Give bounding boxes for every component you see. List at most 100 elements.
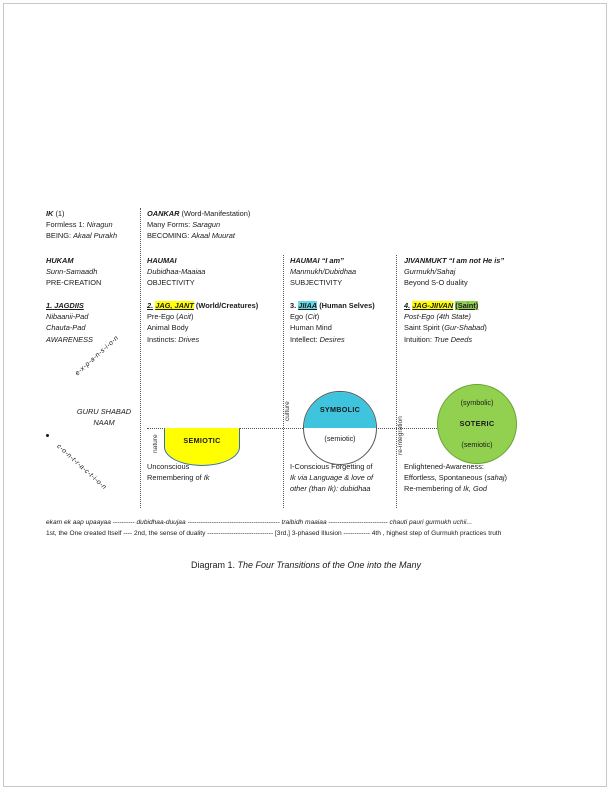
- ik-line2-value: Niragun: [86, 220, 113, 230]
- symbolic-label: SYMBOLIC: [319, 405, 361, 414]
- desc-soteric: Enlightened-Awareness: Effortless, Spont…: [404, 461, 507, 495]
- haumai-line2: Dubidhaa-Maaiaa: [147, 267, 206, 277]
- guru-shabad-naam-label: GURU SHABAD NAAM: [73, 406, 135, 428]
- desc2-line1: Unconscious: [147, 462, 190, 471]
- shabad-label: SHABAD: [100, 407, 132, 416]
- oankar-line2-label: Many Forms:: [147, 220, 191, 230]
- desc2-line2-a: Remembering of: [147, 473, 204, 483]
- desc4-line3-a: Re-membering of: [404, 484, 464, 494]
- oankar-title-suffix: (Word-Manifestation): [181, 209, 251, 218]
- stage4-line3-c: ): [484, 323, 487, 333]
- haumai-iam-title: HAUMAI “I am”: [290, 256, 344, 265]
- column-divider-1: [140, 208, 141, 508]
- caption-prefix: Diagram 1.: [191, 560, 236, 570]
- desc4-line2-b: sahaj: [486, 473, 505, 483]
- desc2-line2-b: Ik: [203, 473, 210, 483]
- block-haumai-subjectivity: HAUMAI “I am” Manmukh/Dubidhaa SUBJECTIV…: [290, 255, 356, 289]
- origin-point-dot: [46, 434, 49, 437]
- page-border: [3, 3, 607, 787]
- hukam-line2: Sunn-Samaadh: [46, 267, 98, 277]
- oankar-title: OANKAR: [147, 209, 180, 218]
- stage4-line4-label: Intuition:: [404, 334, 432, 344]
- ik-title-suffix: (1): [55, 209, 65, 218]
- stage2-line2-b: Acit: [178, 312, 191, 322]
- haumai-line3: OBJECTIVITY: [147, 278, 195, 288]
- stage4-line2-b: 4th State: [438, 312, 469, 322]
- stage2-number: 2.: [147, 301, 154, 310]
- oankar-line2-value: Saragun: [192, 220, 221, 230]
- naam-label: NAAM: [93, 418, 115, 428]
- block-hukam: HUKAM Sunn-Samaadh PRE-CREATION: [46, 255, 101, 289]
- ik-line2-label: Formless 1:: [46, 220, 85, 230]
- desc4-line2-c: ): [504, 473, 507, 483]
- nature-axis-label: nature: [152, 434, 159, 453]
- stage3-number: 3.: [290, 301, 297, 310]
- stage1-line2: Nibaanii-Pad: [46, 312, 89, 322]
- figure-caption: Diagram 1. The Four Transitions of the O…: [0, 560, 612, 570]
- haumai-iam-line2: Manmukh/Dubidhaa: [290, 267, 357, 277]
- stage3-line2-c: ): [316, 312, 320, 322]
- desc-symbolic: I-Conscious Forgetting of Ik via Languag…: [290, 461, 373, 495]
- stage1-name: JAGDIIS: [54, 301, 84, 310]
- gurmukhi-timeline-line: ekam ek aap upaayaa ---------- dubidhaa-…: [46, 519, 473, 526]
- stage1-number: 1.: [46, 301, 53, 310]
- stage2-line2-a: Pre-Ego (: [147, 312, 179, 322]
- stage4-line4-value: True Deeds: [434, 334, 473, 344]
- desc3-line2: Ik via Language & love of: [290, 473, 373, 483]
- oankar-line3-label: BECOMING:: [147, 231, 190, 241]
- soteric-label: SOTERIC: [459, 419, 495, 428]
- semiotic-half-circle: SEMIOTIC: [164, 428, 240, 466]
- nature-culture-horizontal-divider: [147, 428, 447, 429]
- stage2-line2-c: ): [190, 312, 194, 322]
- desc4-line2-a: Effortless, Spontaneous (: [404, 473, 487, 483]
- jivanmukt-line2: Gurmukh/Sahaj: [404, 267, 456, 277]
- column-divider-3: [396, 255, 397, 508]
- stage1-line3: Chauta-Pad: [46, 323, 86, 333]
- culture-axis-label: culture: [284, 401, 291, 421]
- stage4-line2-c: ): [468, 312, 471, 322]
- stage2-line4-label: Instincts:: [147, 334, 177, 344]
- stage2-line4-value: Drives: [178, 334, 200, 344]
- stage3-line2-b: Cit: [307, 312, 317, 322]
- symbolic-top-half: [304, 392, 376, 428]
- stage4-number: 4.: [404, 301, 411, 310]
- block-oankar: OANKAR (Word-Manifestation) Many Forms: …: [147, 208, 250, 242]
- stage4-line3-b: Gur-Shabad: [444, 323, 485, 333]
- desc4-line3-b: Ik, God: [463, 484, 487, 494]
- stage4-name-suffix: (Saint): [455, 301, 479, 310]
- ik-line3-value: Akaal Purakh: [73, 231, 118, 241]
- block-stage-1: 1. JAGDIIS Nibaanii-Pad Chauta-Pad AWARE…: [46, 300, 93, 345]
- stage4-name: JAG-JIIVAN: [412, 301, 454, 310]
- hukam-line3: PRE-CREATION: [46, 278, 102, 288]
- stage3-line2-a: Ego (: [290, 312, 308, 322]
- haumai-title: HAUMAI: [147, 256, 177, 265]
- semiotic-label: SEMIOTIC: [183, 436, 221, 445]
- symbolic-semiotic-label: (semiotic): [324, 434, 356, 443]
- jivanmukt-line3: Beyond S-O duality: [404, 278, 468, 288]
- stage2-name: JAG, JANT: [155, 301, 194, 310]
- desc-semiotic: Unconscious Remembering of Ik: [147, 461, 209, 483]
- ik-line3-label: BEING:: [46, 231, 72, 241]
- reintegration-axis-label: re-integration: [397, 416, 404, 455]
- soteric-semiotic-label: (semiotic): [461, 440, 493, 449]
- block-stage-2: 2. JAG, JANT (World/Creatures) Pre-Ego (…: [147, 300, 258, 345]
- symbolic-circle: SYMBOLIC (semiotic): [303, 391, 377, 465]
- block-stage-4: 4. JAG-JIIVAN (Saint) Post-Ego (4th Stat…: [404, 300, 487, 345]
- stage4-line2-a: Post-Ego (: [404, 312, 439, 322]
- stage1-line4: AWARENESS: [46, 334, 93, 344]
- guru-label: GURU: [76, 407, 99, 416]
- soteric-symbolic-label: (symbolic): [460, 398, 494, 407]
- stage3-line3: Human Mind: [290, 323, 332, 333]
- desc3-line3: other (than Ik): dubidhaa: [290, 484, 371, 494]
- desc3-line1: I-Conscious Forgetting of: [290, 462, 373, 471]
- caption-title: The Four Transitions of the One into the…: [237, 560, 421, 570]
- stage2-name-suffix: (World/Creatures): [195, 301, 259, 310]
- stage3-name-suffix: (Human Selves): [319, 301, 375, 310]
- ik-title: IK: [46, 209, 54, 218]
- stage3-line4-value: Desires: [319, 334, 345, 344]
- haumai-iam-line3: SUBJECTIVITY: [290, 278, 343, 288]
- stage4-line3-a: Saint Spirit (: [404, 323, 445, 333]
- block-stage-3: 3. JIIAA (Human Selves) Ego (Cit) Human …: [290, 300, 375, 345]
- stage3-line4-label: Intellect:: [290, 334, 318, 344]
